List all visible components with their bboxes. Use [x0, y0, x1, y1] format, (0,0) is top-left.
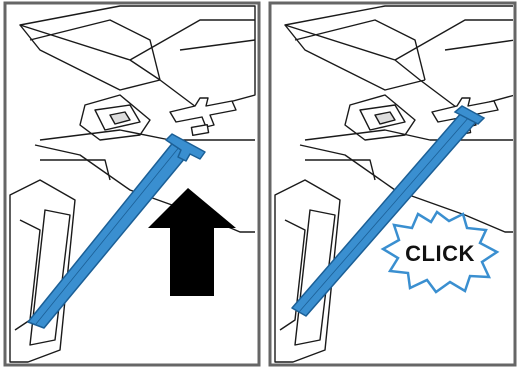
click-label: CLICK [405, 241, 475, 266]
left-panel [5, 3, 259, 365]
right-panel: CLICK [270, 3, 515, 365]
